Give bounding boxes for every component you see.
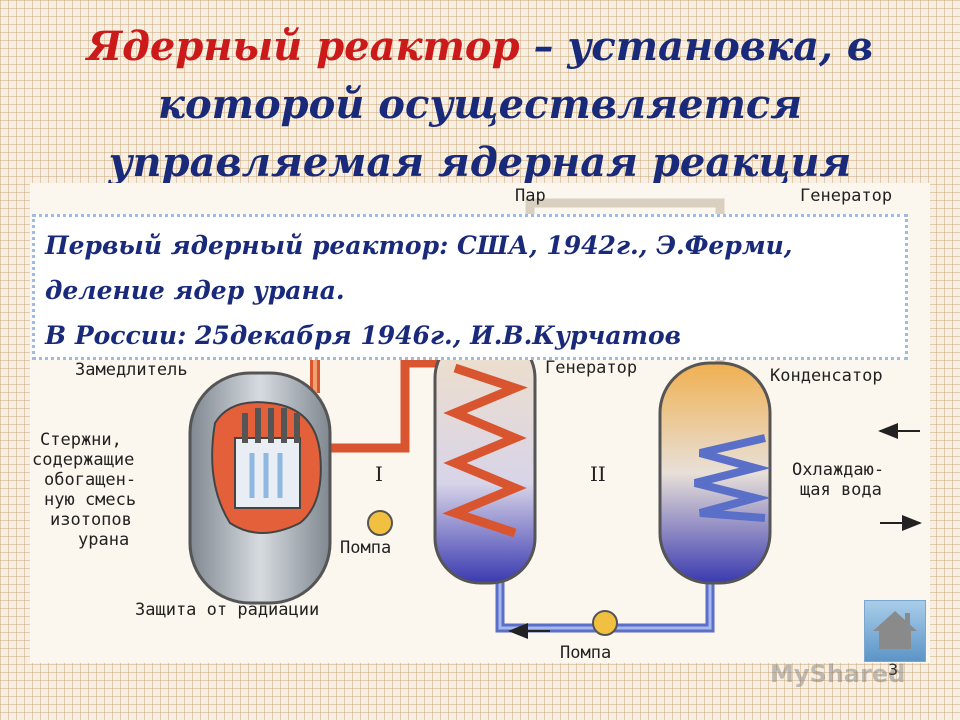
label-rods-3: обогащен- (44, 470, 136, 490)
control-rods (242, 408, 300, 443)
label-shield: Защита от радиации (135, 600, 319, 620)
condenser-vessel (658, 361, 772, 585)
label-rods-1: Стержни, (40, 430, 122, 450)
pump-icon (592, 610, 618, 636)
info-box: Первый ядерный реактор: США, 1942г., Э.Ф… (32, 214, 908, 360)
label-circuit-2: II (590, 462, 606, 486)
info-line-2: деление ядер урана. (45, 276, 345, 305)
label-cooling-2: щая вода (800, 480, 882, 500)
watermark: MyShared (770, 660, 906, 688)
page-number: 3 (888, 660, 899, 679)
home-button[interactable] (864, 600, 926, 662)
steam-generator-vessel (433, 331, 537, 585)
label-pump-1: Помпа (340, 538, 391, 558)
heat-exchanger-coil (442, 363, 528, 538)
label-generator-top: Генератор (800, 186, 892, 206)
info-line-1: Первый ядерный реактор: США, 1942г., Э.Ф… (45, 231, 793, 260)
label-circuit-1: I (375, 462, 383, 486)
label-steam: Пар (515, 186, 546, 206)
label-rods-6: урана (78, 530, 129, 550)
fuel-rods (249, 453, 283, 498)
title-term: Ядерный реактор (86, 23, 520, 70)
label-cooling-1: Охлаждаю- (792, 460, 884, 480)
label-steam-generator: Генератор (545, 358, 637, 378)
label-pump-2: Помпа (560, 643, 611, 663)
home-icon (873, 611, 917, 649)
info-line-3: В России: 25декабря 1946г., И.В.Курчатов (45, 321, 682, 350)
label-rods-4: ную смесь (44, 490, 136, 510)
hot-pipe-lower (320, 358, 450, 453)
label-moderator: Замедлитель (75, 360, 188, 380)
label-rods-5: изотопов (50, 510, 132, 530)
label-rods-2: содержащие (32, 450, 134, 470)
title-definition: – установка, в которой осуществляется уп… (108, 23, 874, 186)
label-condenser: Конденсатор (770, 366, 883, 386)
pump-icon (367, 510, 393, 536)
slide-title: Ядерный реактор – установка, в которой о… (40, 18, 920, 192)
condenser-coil (694, 434, 771, 522)
